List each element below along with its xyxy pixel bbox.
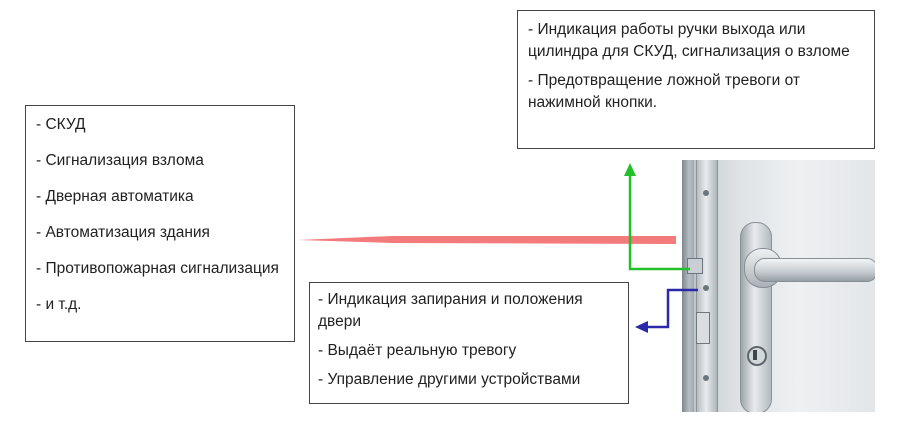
lock-bolt bbox=[696, 312, 710, 344]
list-item: - Дверная автоматика bbox=[36, 188, 194, 205]
list-item: - Управление другими устройствами bbox=[318, 371, 581, 388]
list-item: - Индикация запирания и положения двери bbox=[318, 291, 583, 330]
latch-sensor bbox=[687, 258, 703, 274]
list-item: - и т.д. bbox=[36, 296, 82, 313]
list-item: - Автоматизация здания bbox=[36, 224, 210, 241]
list-item: - СКУД bbox=[36, 116, 86, 133]
list-item: - Индикация работы ручки выхода или цили… bbox=[528, 21, 850, 60]
red-arrow bbox=[298, 236, 676, 244]
screw bbox=[703, 285, 709, 291]
door-lock-photo bbox=[682, 160, 875, 412]
list-item: - Выдаёт реальную тревогу bbox=[318, 342, 517, 359]
green-arrow bbox=[628, 172, 690, 271]
list-item: - Сигнализация взлома bbox=[36, 152, 204, 169]
door-frame bbox=[682, 160, 694, 412]
lock-indication-box: - Индикация запирания и положения двери … bbox=[309, 282, 629, 404]
screw bbox=[703, 375, 709, 381]
outputs-list-box: - СКУД - Сигнализация взлома - Дверная а… bbox=[25, 105, 295, 342]
list-item: - Противопожарная сигнализация bbox=[36, 260, 279, 277]
keyhole bbox=[753, 350, 757, 360]
blue-arrow bbox=[646, 288, 698, 329]
screw bbox=[703, 190, 709, 196]
key-cylinder bbox=[747, 346, 767, 366]
blue-arrow-head bbox=[635, 321, 648, 333]
green-arrow-head bbox=[624, 163, 636, 176]
door-handle bbox=[754, 258, 875, 282]
handle-indication-box: - Индикация работы ручки выхода или цили… bbox=[517, 10, 875, 149]
list-item: - Предотвращение ложной тревоги от нажим… bbox=[528, 72, 800, 111]
